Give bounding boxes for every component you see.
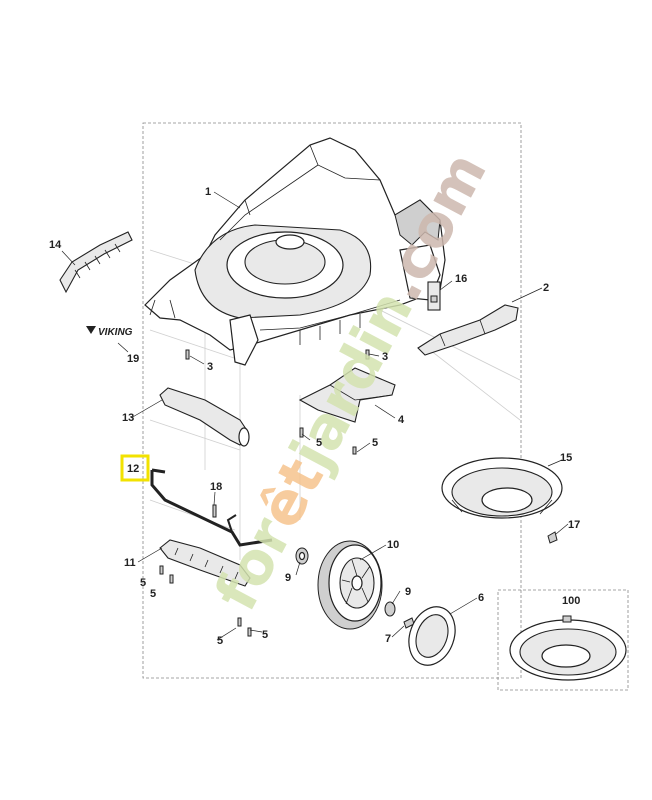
pin-18 bbox=[212, 504, 217, 518]
rear-handle-grip bbox=[417, 304, 519, 356]
callout-5: 5 bbox=[262, 629, 268, 641]
wheel-cap bbox=[408, 606, 456, 666]
callout-5: 5 bbox=[372, 437, 378, 449]
callout-5: 5 bbox=[140, 577, 146, 589]
callout-5: 5 bbox=[150, 588, 156, 600]
callout-5: 5 bbox=[316, 437, 322, 449]
leader-lines bbox=[61, 191, 569, 641]
viking-logo: VIKING bbox=[86, 326, 133, 338]
callout-9: 9 bbox=[285, 572, 291, 584]
callout-4: 4 bbox=[398, 414, 405, 426]
callout-3: 3 bbox=[382, 351, 388, 363]
callout-10: 10 bbox=[387, 539, 399, 551]
callout-5: 5 bbox=[217, 635, 223, 647]
small-label-plate bbox=[427, 281, 441, 311]
axle-bracket bbox=[159, 539, 251, 587]
callout-16: 16 bbox=[455, 273, 467, 285]
callout-12-highlight bbox=[120, 454, 150, 482]
callout-7: 7 bbox=[385, 633, 391, 645]
height-adjust-rod bbox=[150, 468, 273, 547]
side-trim-strip bbox=[59, 231, 133, 294]
subassembly-frame bbox=[497, 589, 629, 691]
wheel bbox=[317, 540, 383, 630]
subassembly-dish bbox=[509, 615, 627, 681]
callout-100: 100 bbox=[562, 595, 580, 607]
callout-3: 3 bbox=[207, 361, 213, 373]
cover-dish bbox=[441, 457, 563, 519]
callout-2: 2 bbox=[543, 282, 549, 294]
callout-9: 9 bbox=[405, 586, 411, 598]
front-bumper-bar bbox=[159, 387, 250, 447]
callout-15: 15 bbox=[560, 452, 572, 464]
callout-labels: 1 2 3 3 4 5 5 5 5 5 5 6 7 9 9 10 11 12 1… bbox=[49, 186, 580, 647]
callout-1: 1 bbox=[205, 186, 211, 198]
callout-18: 18 bbox=[210, 481, 222, 493]
callout-13: 13 bbox=[122, 412, 134, 424]
callout-6: 6 bbox=[478, 592, 484, 604]
callout-19: 19 bbox=[127, 353, 139, 365]
callout-11: 11 bbox=[124, 557, 136, 569]
callout-14: 14 bbox=[49, 239, 62, 251]
rear-flap bbox=[298, 367, 396, 423]
assembly-frame bbox=[142, 122, 522, 679]
bushing-9a bbox=[295, 547, 309, 565]
viking-logo-text: VIKING bbox=[98, 327, 133, 338]
bushing-9b bbox=[384, 601, 396, 617]
mower-deck-housing bbox=[144, 137, 446, 366]
callout-12: 12 bbox=[127, 463, 139, 475]
callout-17: 17 bbox=[568, 519, 580, 531]
screw-17 bbox=[547, 531, 558, 544]
fasteners bbox=[159, 349, 370, 637]
